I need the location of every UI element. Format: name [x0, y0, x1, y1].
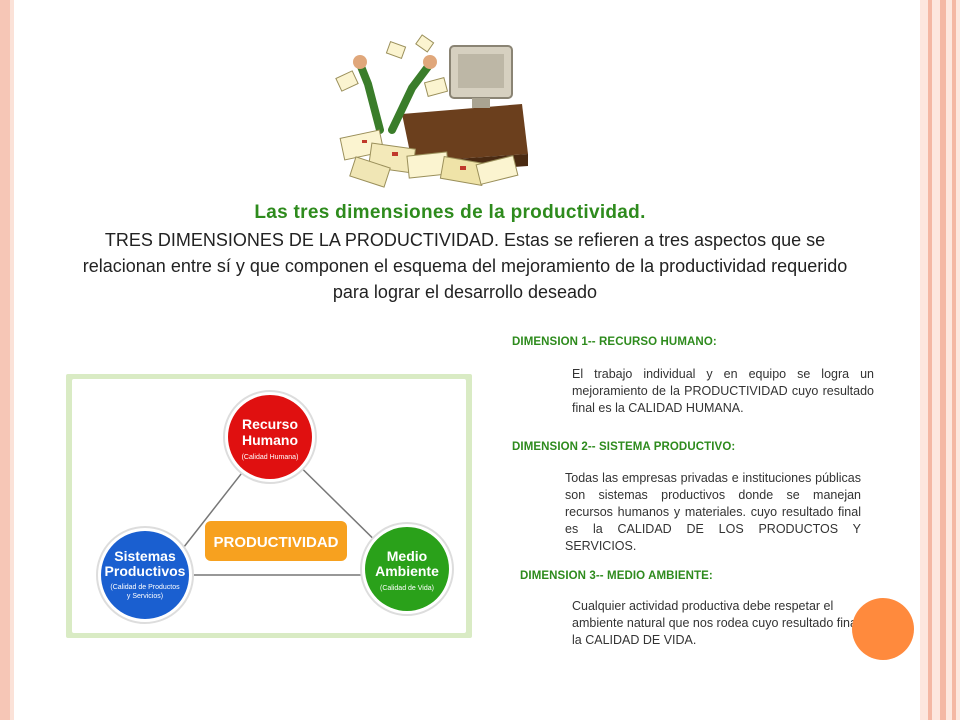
- top-label-line2: Humano: [242, 432, 298, 448]
- right-label-line2: Ambiente: [375, 563, 439, 579]
- slide-intro: TRES DIMENSIONES DE LA PRODUCTIVIDAD. Es…: [82, 230, 848, 302]
- dimension-3-heading: DIMENSION 3-- MEDIO AMBIENTE:: [520, 570, 713, 582]
- left-label-line2: Productivos: [105, 563, 186, 579]
- recurso-humano-circle: [228, 395, 312, 479]
- paperwork-overload-illustration: [335, 34, 528, 188]
- productivity-diagram: PRODUCTIVIDAD Recurso Humano (Calidad Hu…: [66, 374, 472, 638]
- slide-title: Las tres dimensiones de la productividad…: [254, 202, 646, 223]
- dimension-1-text: El trabajo individual y en equipo se log…: [572, 367, 874, 415]
- dimension-2-heading: DIMENSION 2-- SISTEMA PRODUCTIVO:: [512, 441, 736, 453]
- left-label-line1: Sistemas: [114, 548, 176, 564]
- dimension-2-text: Todas las empresas privadas e institucio…: [565, 471, 861, 553]
- left-label-sub2: y Servicios): [127, 593, 163, 600]
- left-label-sub1: (Calidad de Productos: [110, 584, 180, 591]
- accent-dot: [852, 598, 914, 660]
- right-label-sub: (Calidad de Vida): [380, 585, 434, 592]
- top-label-line1: Recurso: [242, 416, 298, 432]
- medio-ambiente-circle: [365, 527, 449, 611]
- dimension-1-heading: DIMENSION 1-- RECURSO HUMANO:: [512, 336, 717, 348]
- frame-left-border-inner: [10, 0, 14, 720]
- right-label-line1: Medio: [387, 548, 427, 564]
- productividad-box: [205, 521, 347, 561]
- center-label: PRODUCTIVIDAD: [213, 534, 338, 551]
- dimension-3-text: Cualquier actividad productiva debe resp…: [572, 599, 877, 647]
- frame-right-border: [920, 0, 960, 720]
- sistemas-productivos-circle: [101, 531, 189, 619]
- top-label-sub: (Calidad Humana): [242, 454, 299, 461]
- diagram-svg: PRODUCTIVIDAD Recurso Humano (Calidad Hu…: [96, 390, 454, 624]
- frame-left-border: [0, 0, 10, 720]
